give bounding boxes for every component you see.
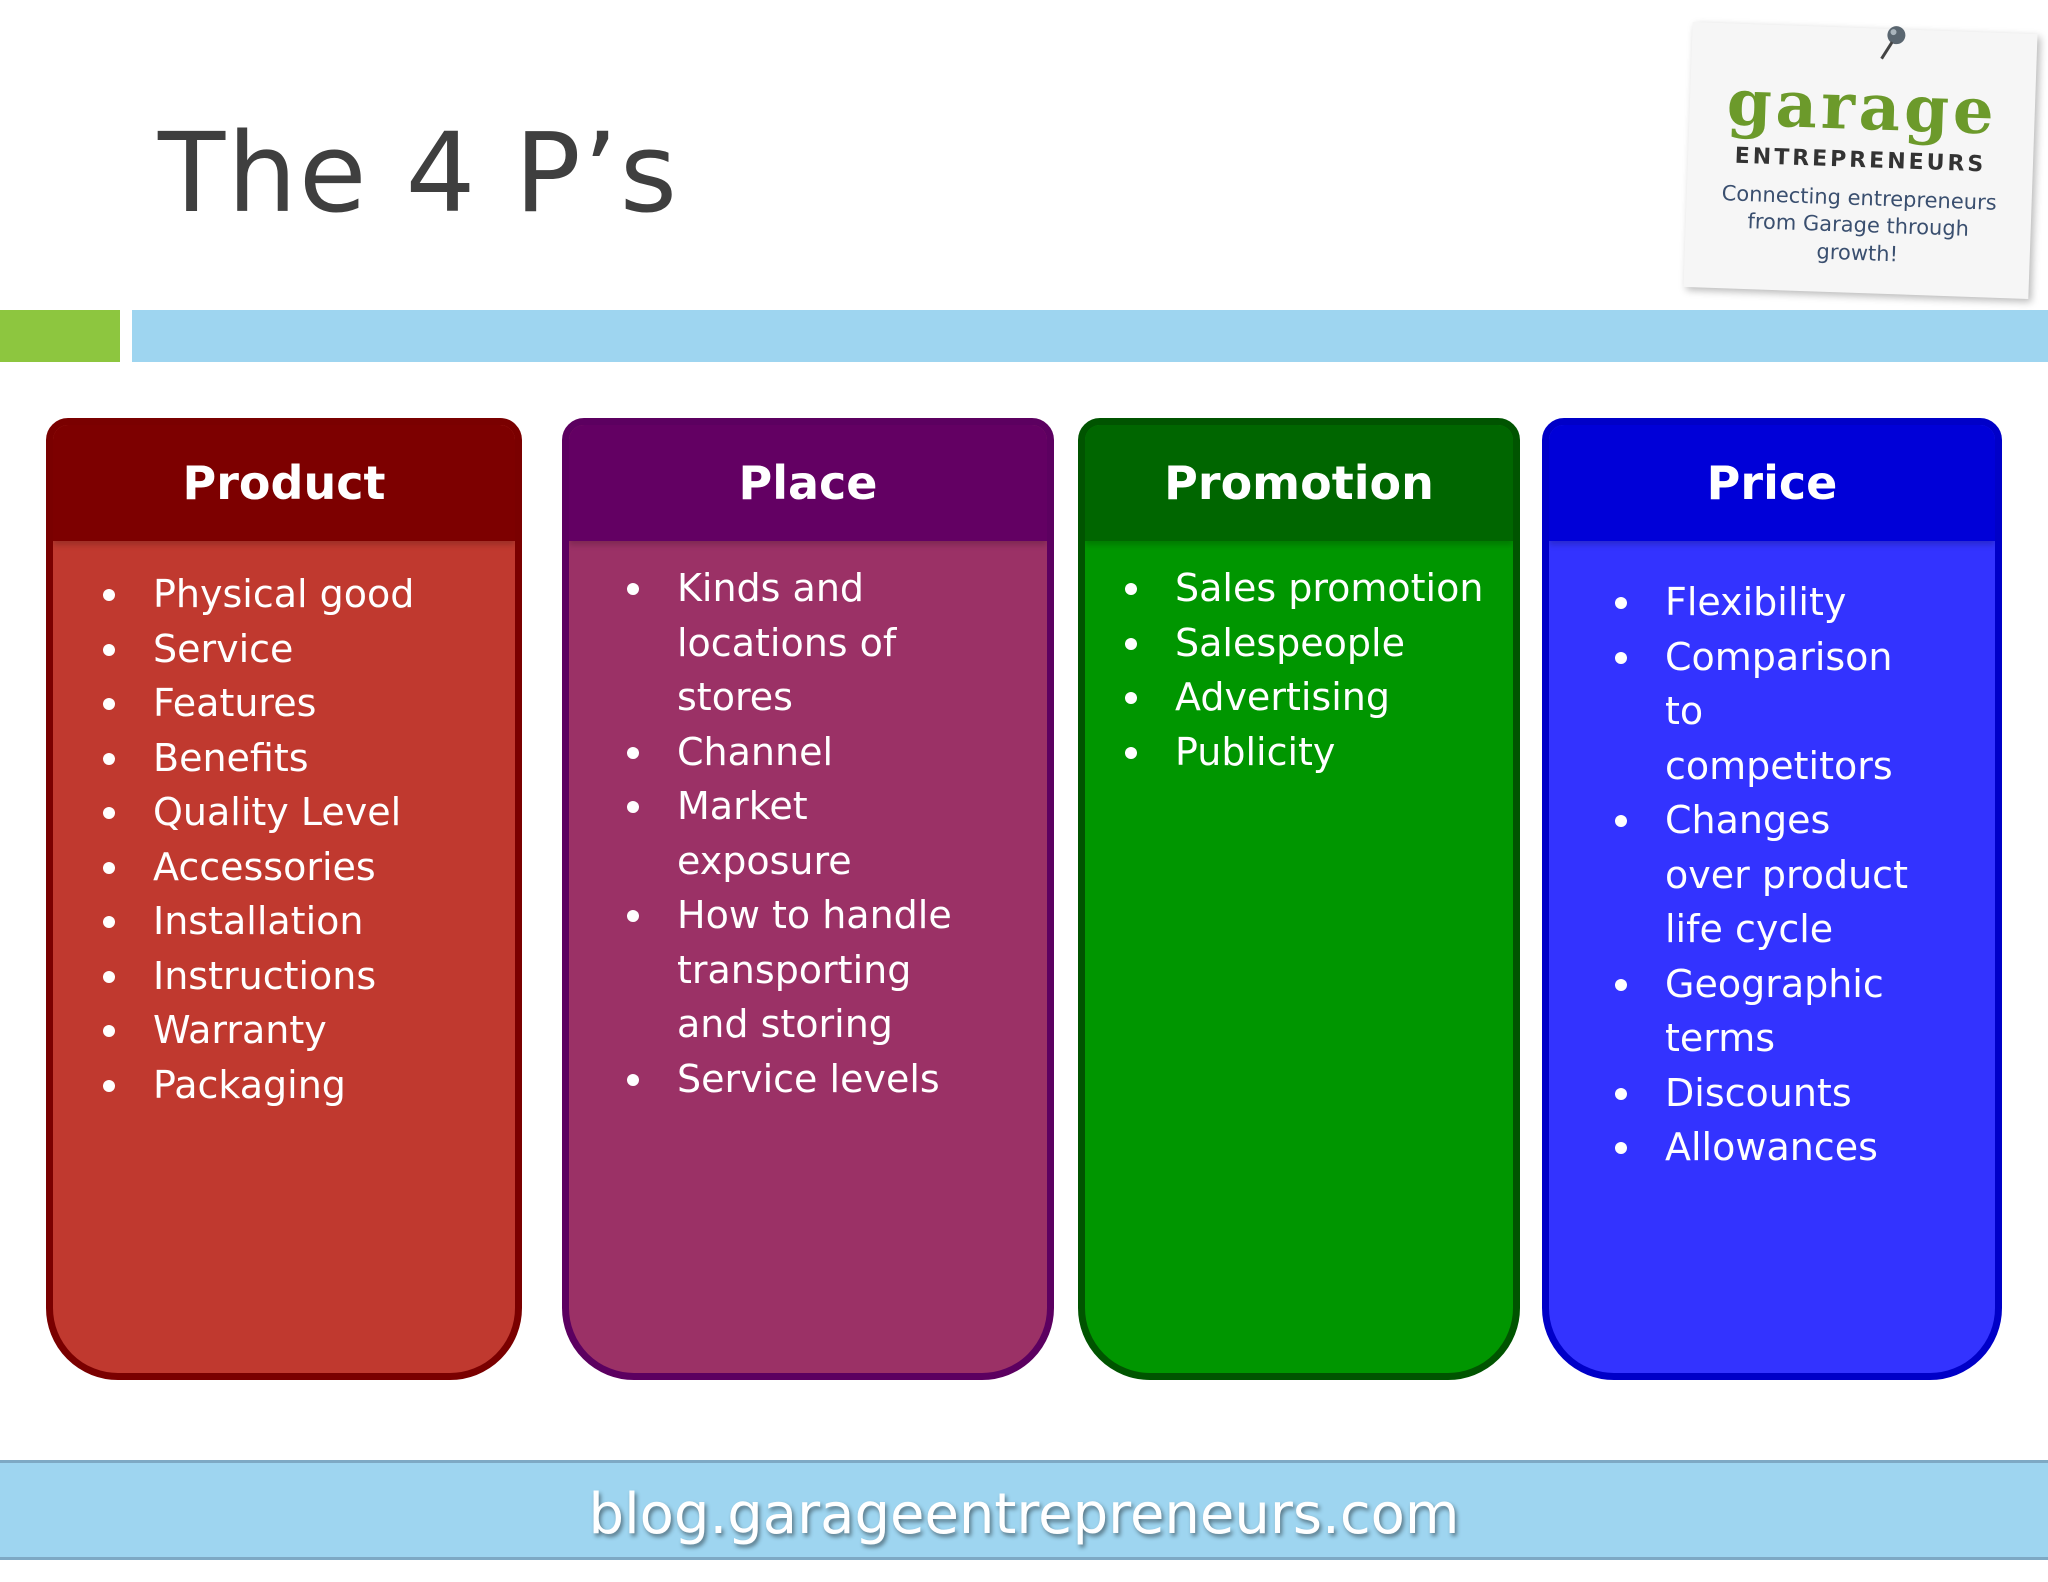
- list-item: Advertising: [1105, 670, 1513, 725]
- bullet-list: Flexibility Comparison to competitors Ch…: [1549, 541, 1925, 1175]
- card-price: Price Flexibility Comparison to competit…: [1542, 418, 2002, 1380]
- list-item: Features: [83, 676, 515, 731]
- logo-tagline: Connecting entrepreneurs from Garage thr…: [1721, 181, 1998, 266]
- list-item: Changes over product life cycle: [1595, 793, 1925, 957]
- list-item: Instructions: [83, 949, 515, 1004]
- list-item: Publicity: [1105, 725, 1513, 780]
- list-item: Accessories: [83, 840, 515, 895]
- bullet-list: Physical good Service Features Benefits …: [53, 541, 515, 1112]
- garage-entrepreneurs-logo: garage ENTREPRENEURS Connecting entrepre…: [1683, 22, 2038, 299]
- accent-bar-green: [0, 310, 120, 362]
- card-heading: Promotion: [1085, 425, 1513, 541]
- pushpin-icon: [1880, 26, 1906, 60]
- card-product: Product Physical good Service Features B…: [46, 418, 522, 1380]
- accent-bar-blue: [132, 310, 2048, 362]
- list-item: Packaging: [83, 1058, 515, 1113]
- card-heading: Price: [1549, 425, 1995, 541]
- list-item: Physical good: [83, 567, 515, 622]
- card-heading: Product: [53, 425, 515, 541]
- card-place: Place Kinds and locations of stores Chan…: [562, 418, 1054, 1380]
- list-item: Comparison to competitors: [1595, 630, 1925, 794]
- list-item: Kinds and locations of stores: [607, 561, 967, 725]
- list-item: Service: [83, 622, 515, 677]
- list-item: Discounts: [1595, 1066, 1925, 1121]
- list-item: How to handle transporting and storing: [607, 888, 967, 1052]
- bullet-list: Kinds and locations of stores Channel Ma…: [569, 541, 967, 1106]
- list-item: Benefits: [83, 731, 515, 786]
- footer-url: blog.garageentrepreneurs.com: [588, 1481, 1460, 1547]
- list-item: Warranty: [83, 1003, 515, 1058]
- slide-title: The 4 P’s: [158, 109, 680, 237]
- list-item: Geographic terms: [1595, 957, 1925, 1066]
- footer-banner: blog.garageentrepreneurs.com: [0, 1460, 2048, 1560]
- list-item: Service levels: [607, 1052, 967, 1107]
- list-item: Flexibility: [1595, 575, 1925, 630]
- list-item: Quality Level: [83, 785, 515, 840]
- list-item: Installation: [83, 894, 515, 949]
- card-promotion: Promotion Sales promotion Salespeople Ad…: [1078, 418, 1520, 1380]
- bullet-list: Sales promotion Salespeople Advertising …: [1085, 541, 1513, 779]
- list-item: Sales promotion: [1105, 561, 1513, 616]
- logo-brand: garage: [1725, 65, 2000, 150]
- list-item: Market exposure: [607, 779, 967, 888]
- list-item: Channel: [607, 725, 967, 780]
- list-item: Allowances: [1595, 1120, 1925, 1175]
- list-item: Salespeople: [1105, 616, 1513, 671]
- card-heading: Place: [569, 425, 1047, 541]
